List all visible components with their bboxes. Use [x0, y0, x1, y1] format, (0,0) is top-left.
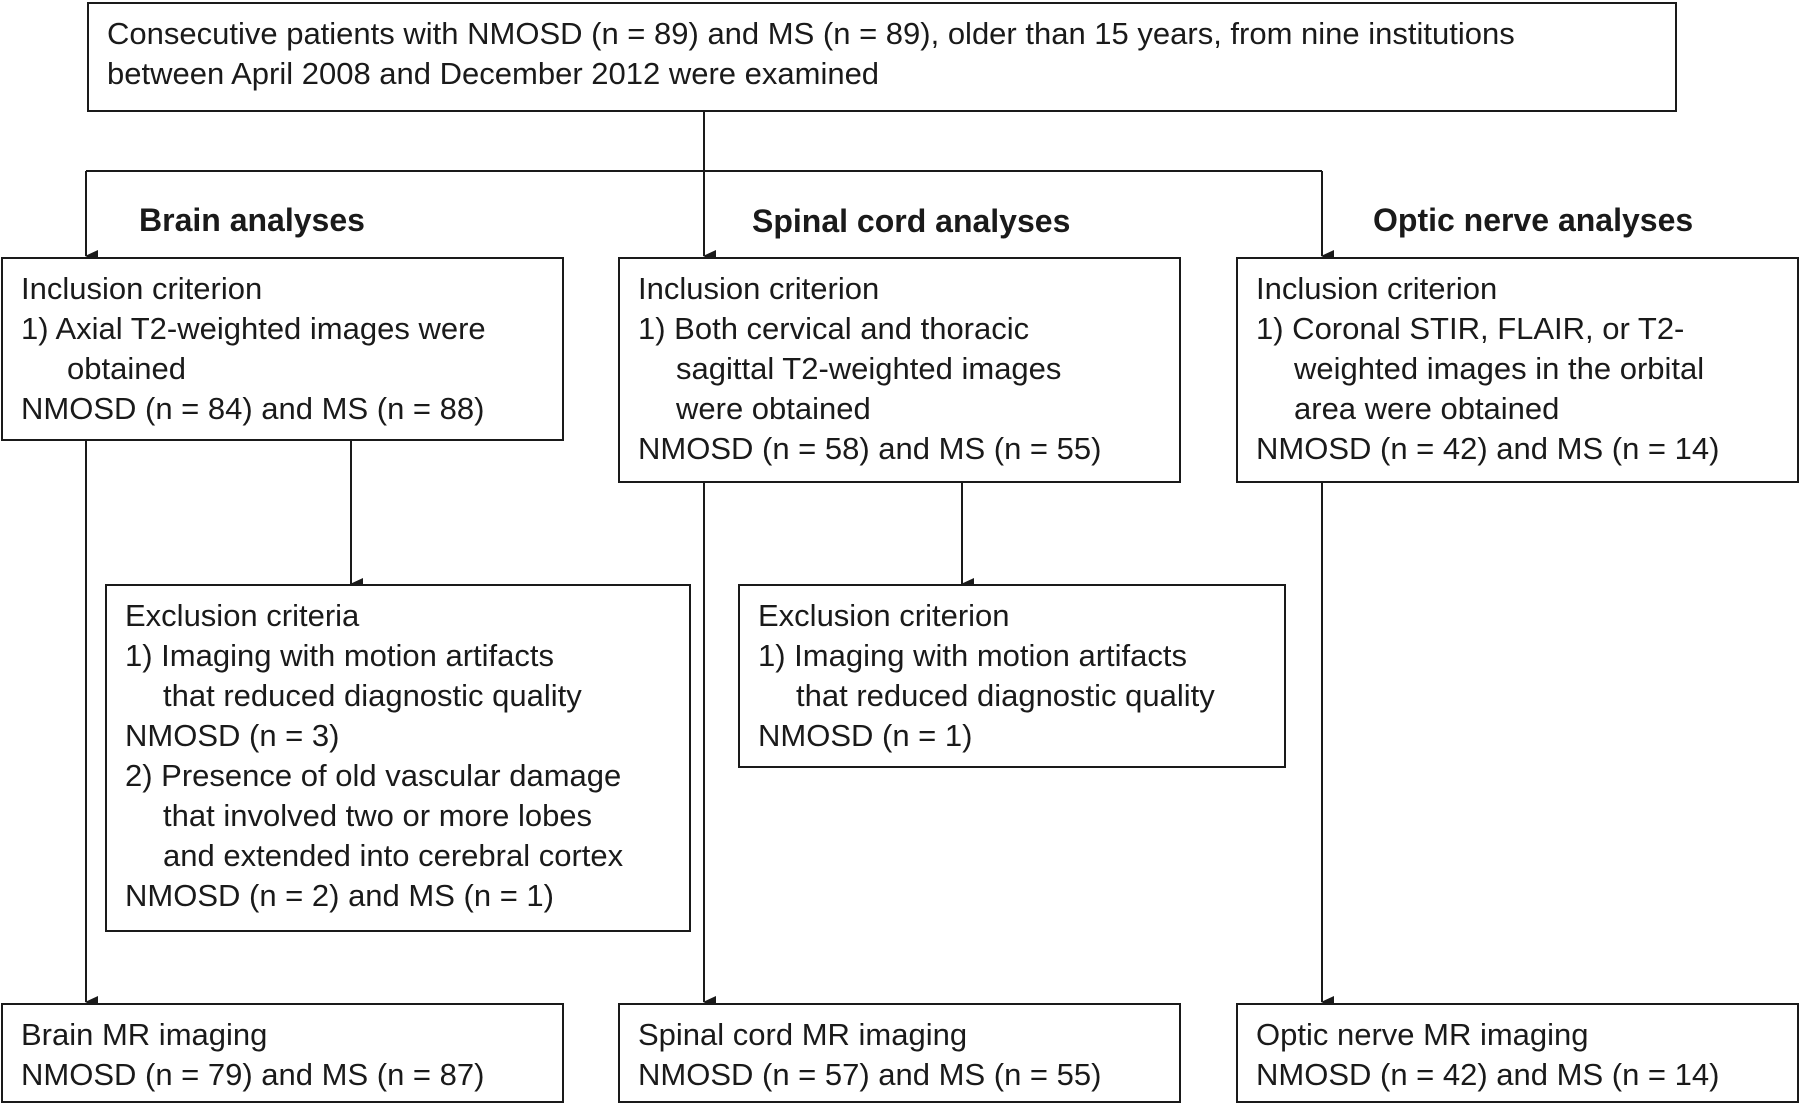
optic-inclusion-box: Inclusion criterion 1) Coronal STIR, FLA… — [1236, 257, 1799, 483]
spinal-inclusion-title: Inclusion criterion — [638, 271, 880, 306]
brain-exclusion-criterion-1: 1) Imaging with motion artifacts — [125, 638, 555, 673]
brain-header: Brain analyses — [139, 202, 365, 238]
brain-exclusion-criterion-2-cont-a: that involved two or more lobes — [163, 798, 593, 833]
spinal-exclusion-criterion-1-cont: that reduced diagnostic quality — [796, 678, 1215, 713]
top-line-1: Consecutive patients with NMOSD (n = 89)… — [107, 16, 1515, 51]
optic-final-title: Optic nerve MR imaging — [1256, 1017, 1589, 1052]
brain-inclusion-box: Inclusion criterion 1) Axial T2-weighted… — [1, 257, 564, 441]
spinal-exclusion-criterion-1: 1) Imaging with motion artifacts — [758, 638, 1188, 673]
top-line-2: between April 2008 and December 2012 wer… — [107, 56, 880, 91]
spinal-inclusion-criterion-1-cont-a: sagittal T2-weighted images — [676, 351, 1062, 386]
spinal-header: Spinal cord analyses — [752, 203, 1071, 239]
optic-inclusion-title: Inclusion criterion — [1256, 271, 1498, 306]
brain-inclusion-criterion-1-cont: obtained — [67, 351, 186, 386]
brain-inclusion-result: NMOSD (n = 84) and MS (n = 88) — [21, 391, 485, 426]
spinal-inclusion-box: Inclusion criterion 1) Both cervical and… — [618, 257, 1181, 483]
optic-final-result: NMOSD (n = 42) and MS (n = 14) — [1256, 1057, 1720, 1092]
brain-final-result: NMOSD (n = 79) and MS (n = 87) — [21, 1057, 485, 1092]
brain-exclusion-box: Exclusion criteria 1) Imaging with motio… — [105, 584, 691, 932]
brain-inclusion-title: Inclusion criterion — [21, 271, 263, 306]
brain-exclusion-criterion-2: 2) Presence of old vascular damage — [125, 758, 622, 793]
optic-inclusion-criterion-1-cont-b: area were obtained — [1294, 391, 1560, 426]
optic-final-box: Optic nerve MR imaging NMOSD (n = 42) an… — [1236, 1003, 1799, 1103]
brain-exclusion-criterion-1-cont: that reduced diagnostic quality — [163, 678, 582, 713]
spinal-final-box: Spinal cord MR imaging NMOSD (n = 57) an… — [618, 1003, 1181, 1103]
brain-exclusion-criterion-2-count: NMOSD (n = 2) and MS (n = 1) — [125, 878, 554, 913]
brain-final-box: Brain MR imaging NMOSD (n = 79) and MS (… — [1, 1003, 564, 1103]
brain-exclusion-title: Exclusion criteria — [125, 598, 360, 633]
optic-inclusion-result: NMOSD (n = 42) and MS (n = 14) — [1256, 431, 1720, 466]
spinal-exclusion-box: Exclusion criterion 1) Imaging with moti… — [738, 584, 1286, 768]
spinal-exclusion-title: Exclusion criterion — [758, 598, 1010, 633]
spinal-final-result: NMOSD (n = 57) and MS (n = 55) — [638, 1057, 1102, 1092]
spinal-inclusion-result: NMOSD (n = 58) and MS (n = 55) — [638, 431, 1102, 466]
optic-inclusion-criterion-1-cont-a: weighted images in the orbital — [1294, 351, 1705, 386]
spinal-exclusion-criterion-1-count: NMOSD (n = 1) — [758, 718, 973, 753]
optic-inclusion-criterion-1: 1) Coronal STIR, FLAIR, or T2- — [1256, 311, 1685, 346]
top-box: Consecutive patients with NMOSD (n = 89)… — [87, 2, 1677, 112]
brain-exclusion-criterion-1-count: NMOSD (n = 3) — [125, 718, 340, 753]
spinal-final-title: Spinal cord MR imaging — [638, 1017, 968, 1052]
spinal-inclusion-criterion-1-cont-b: were obtained — [676, 391, 871, 426]
brain-exclusion-criterion-2-cont-b: and extended into cerebral cortex — [163, 838, 624, 873]
optic-header: Optic nerve analyses — [1373, 202, 1694, 238]
brain-final-title: Brain MR imaging — [21, 1017, 268, 1052]
spinal-inclusion-criterion-1: 1) Both cervical and thoracic — [638, 311, 1030, 346]
brain-inclusion-criterion-1: 1) Axial T2-weighted images were — [21, 311, 486, 346]
